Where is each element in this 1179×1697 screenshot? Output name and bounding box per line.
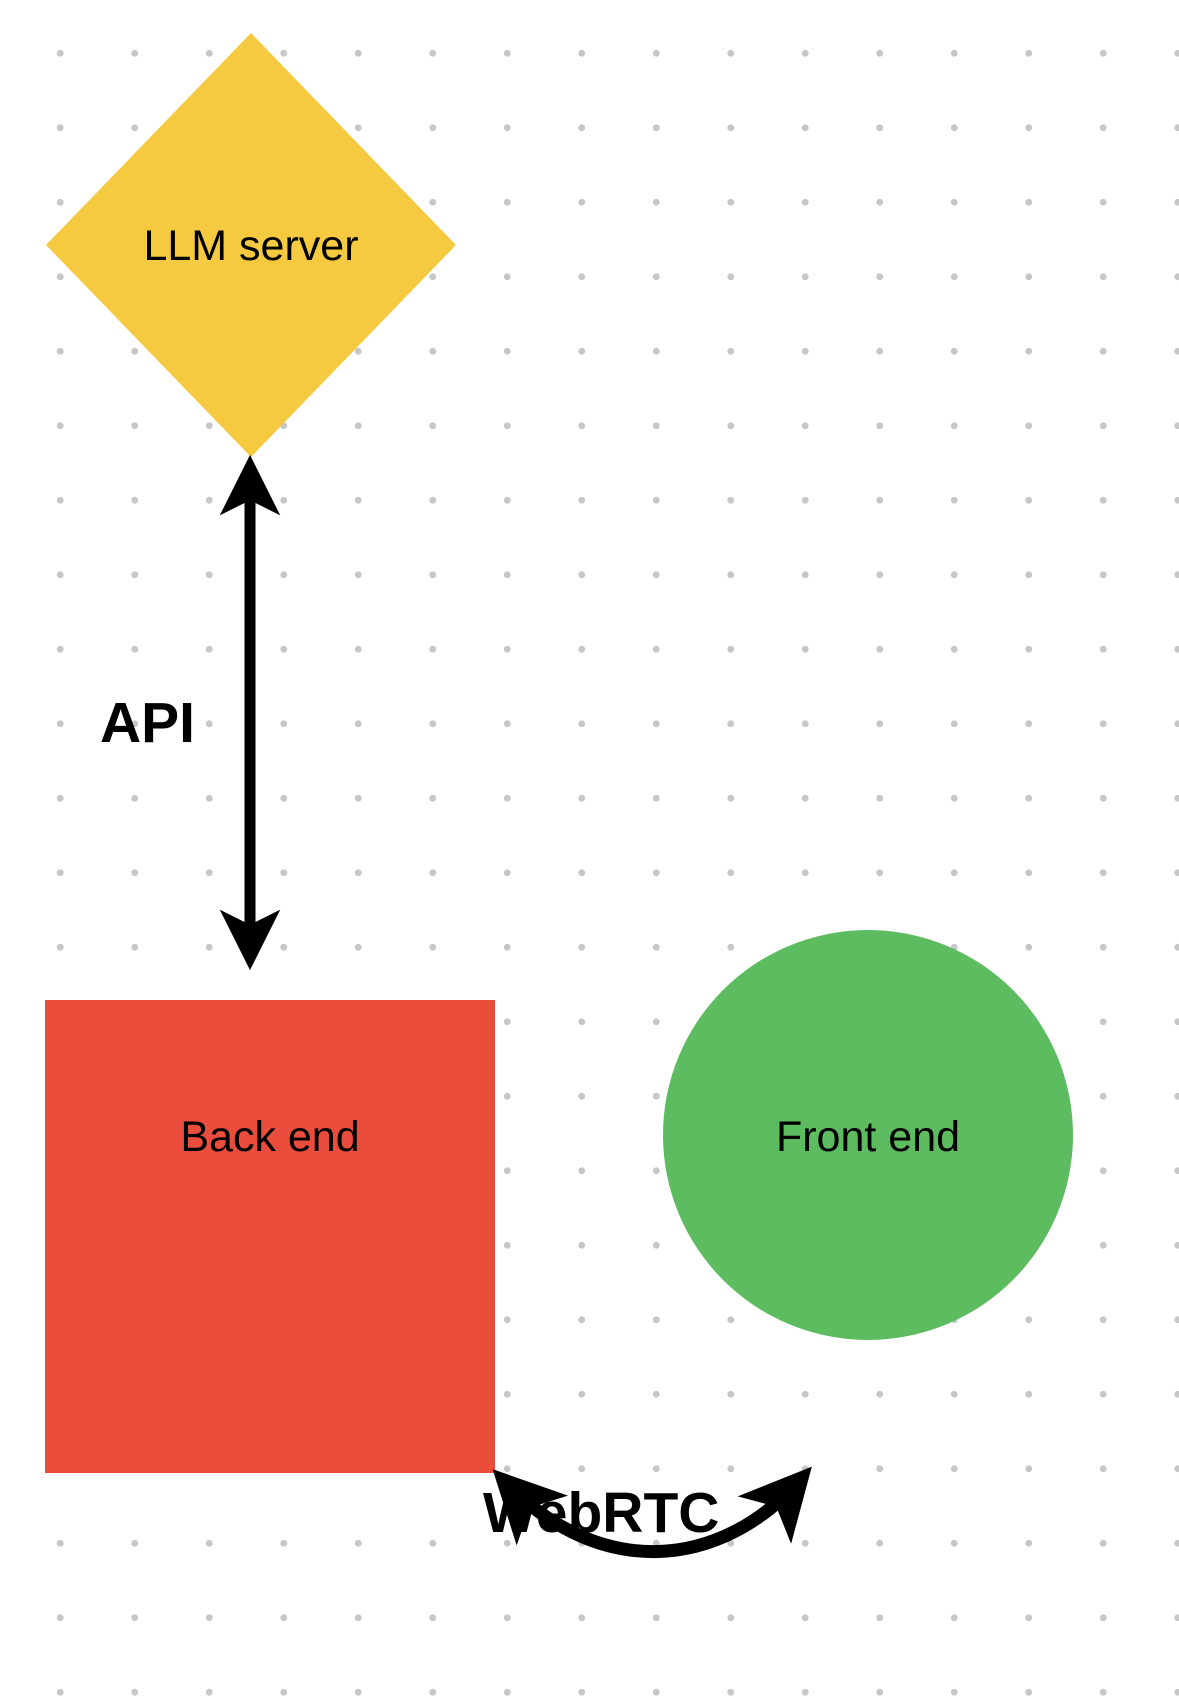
edge-label-api: API: [100, 691, 196, 755]
node-back-end-shape[interactable]: [45, 1000, 495, 1473]
node-label-llm-server: LLM server: [143, 222, 359, 270]
node-llm-server-shape[interactable]: [46, 33, 456, 457]
node-label-front-end: Front end: [775, 1113, 961, 1161]
node-label-back-end: Back end: [180, 1113, 360, 1161]
edge-label-webrtc: WebRTC: [483, 1481, 720, 1545]
node-front-end-shape[interactable]: [663, 930, 1073, 1340]
